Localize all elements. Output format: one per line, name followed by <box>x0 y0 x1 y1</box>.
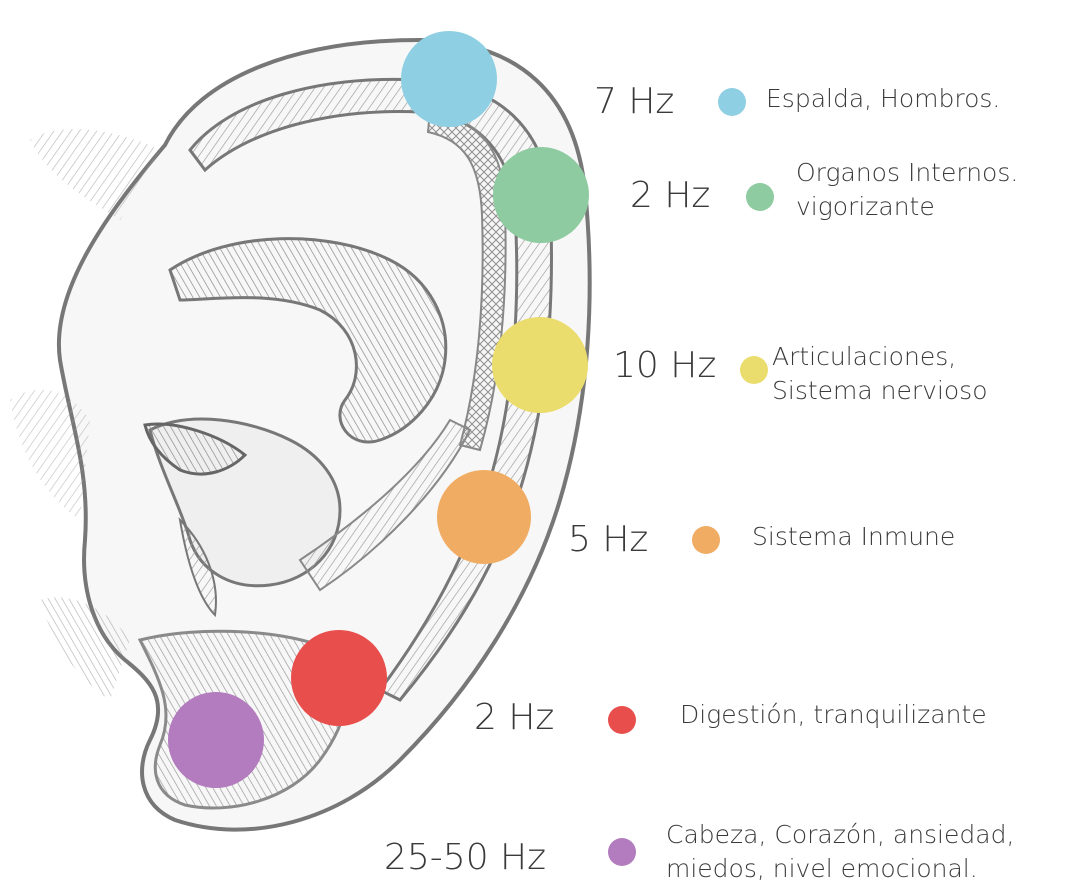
circle-marker-icon <box>608 838 636 866</box>
ear-point-5hz <box>437 470 531 564</box>
effect-label: Cabeza, Corazón, ansiedad, <box>666 820 1014 850</box>
effect-label: Organos Internos. <box>796 158 1018 188</box>
ear-point-2hz-digestion <box>291 630 387 726</box>
effect-label-line2: miedos, nivel emocional. <box>666 854 978 884</box>
ear-point-7hz <box>401 31 497 127</box>
ear-point-10hz <box>492 317 588 413</box>
effect-label-line2: Sistema nervioso <box>772 376 988 406</box>
effect-label-line2: vigorizante <box>796 192 935 222</box>
circle-marker-icon <box>692 526 720 554</box>
effect-label: Digestión, tranquilizante <box>680 700 987 730</box>
ear-point-25-50hz <box>168 692 264 788</box>
frequency-label: 2 Hz <box>474 700 554 736</box>
frequency-label: 10 Hz <box>613 348 716 384</box>
frequency-label: 7 Hz <box>594 84 674 120</box>
effect-label: Sistema Inmune <box>752 522 955 552</box>
circle-marker-icon <box>740 356 768 384</box>
frequency-label: 5 Hz <box>568 522 648 558</box>
effect-label: Espalda, Hombros. <box>766 84 1000 114</box>
ear-point-2hz-organs <box>493 147 589 243</box>
frequency-label: 25-50 Hz <box>384 840 546 876</box>
frequency-label: 2 Hz <box>630 178 710 214</box>
circle-marker-icon <box>718 88 746 116</box>
circle-marker-icon <box>746 183 774 211</box>
circle-marker-icon <box>608 706 636 734</box>
effect-label: Articulaciones, <box>772 342 956 372</box>
